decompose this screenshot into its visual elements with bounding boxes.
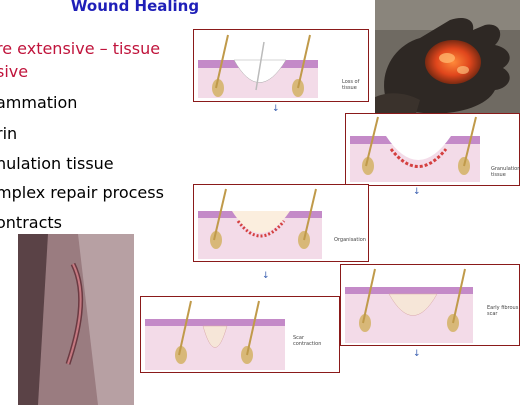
bullet-granulation: nulation tissue	[0, 154, 114, 173]
down-arrow-icon: ↓	[413, 350, 421, 359]
bullet-inflammation: ammation	[0, 93, 77, 112]
panel-loss-of-tissue: Loss of tissue	[193, 29, 369, 102]
down-arrow-icon: ↓	[413, 188, 421, 197]
bullet-repair-process: mplex repair process	[0, 183, 164, 202]
caption-organisation: Organisation	[334, 237, 370, 243]
panel-early-fibrous-scar: Early fibrous scar	[340, 264, 520, 346]
leg-scar-photo	[18, 234, 134, 405]
slide-title: Wound Healing	[35, 0, 235, 15]
panel-scar-contraction: Scar contraction	[140, 296, 340, 373]
caption-early-fibrous-scar: Early fibrous scar	[487, 305, 520, 317]
caption-loss-of-tissue: Loss of tissue	[342, 79, 370, 91]
caption-scar-contraction: Scar contraction	[293, 335, 333, 347]
panel-organisation: Organisation	[193, 184, 369, 262]
bullet-contracts: ontracts	[0, 213, 62, 232]
down-arrow-icon: ↓	[262, 272, 270, 281]
bullet-extensive-line2: sive	[0, 62, 28, 81]
down-arrow-icon: ↓	[272, 105, 280, 114]
panel-granulation-tissue: Granulation tissue	[345, 113, 520, 186]
caption-granulation-tissue: Granulation tissue	[491, 166, 520, 178]
bullet-fibrin: rin	[0, 124, 17, 143]
bullet-extensive-line1: re extensive – tissue	[0, 39, 160, 58]
hand-wound-photo	[375, 0, 520, 117]
